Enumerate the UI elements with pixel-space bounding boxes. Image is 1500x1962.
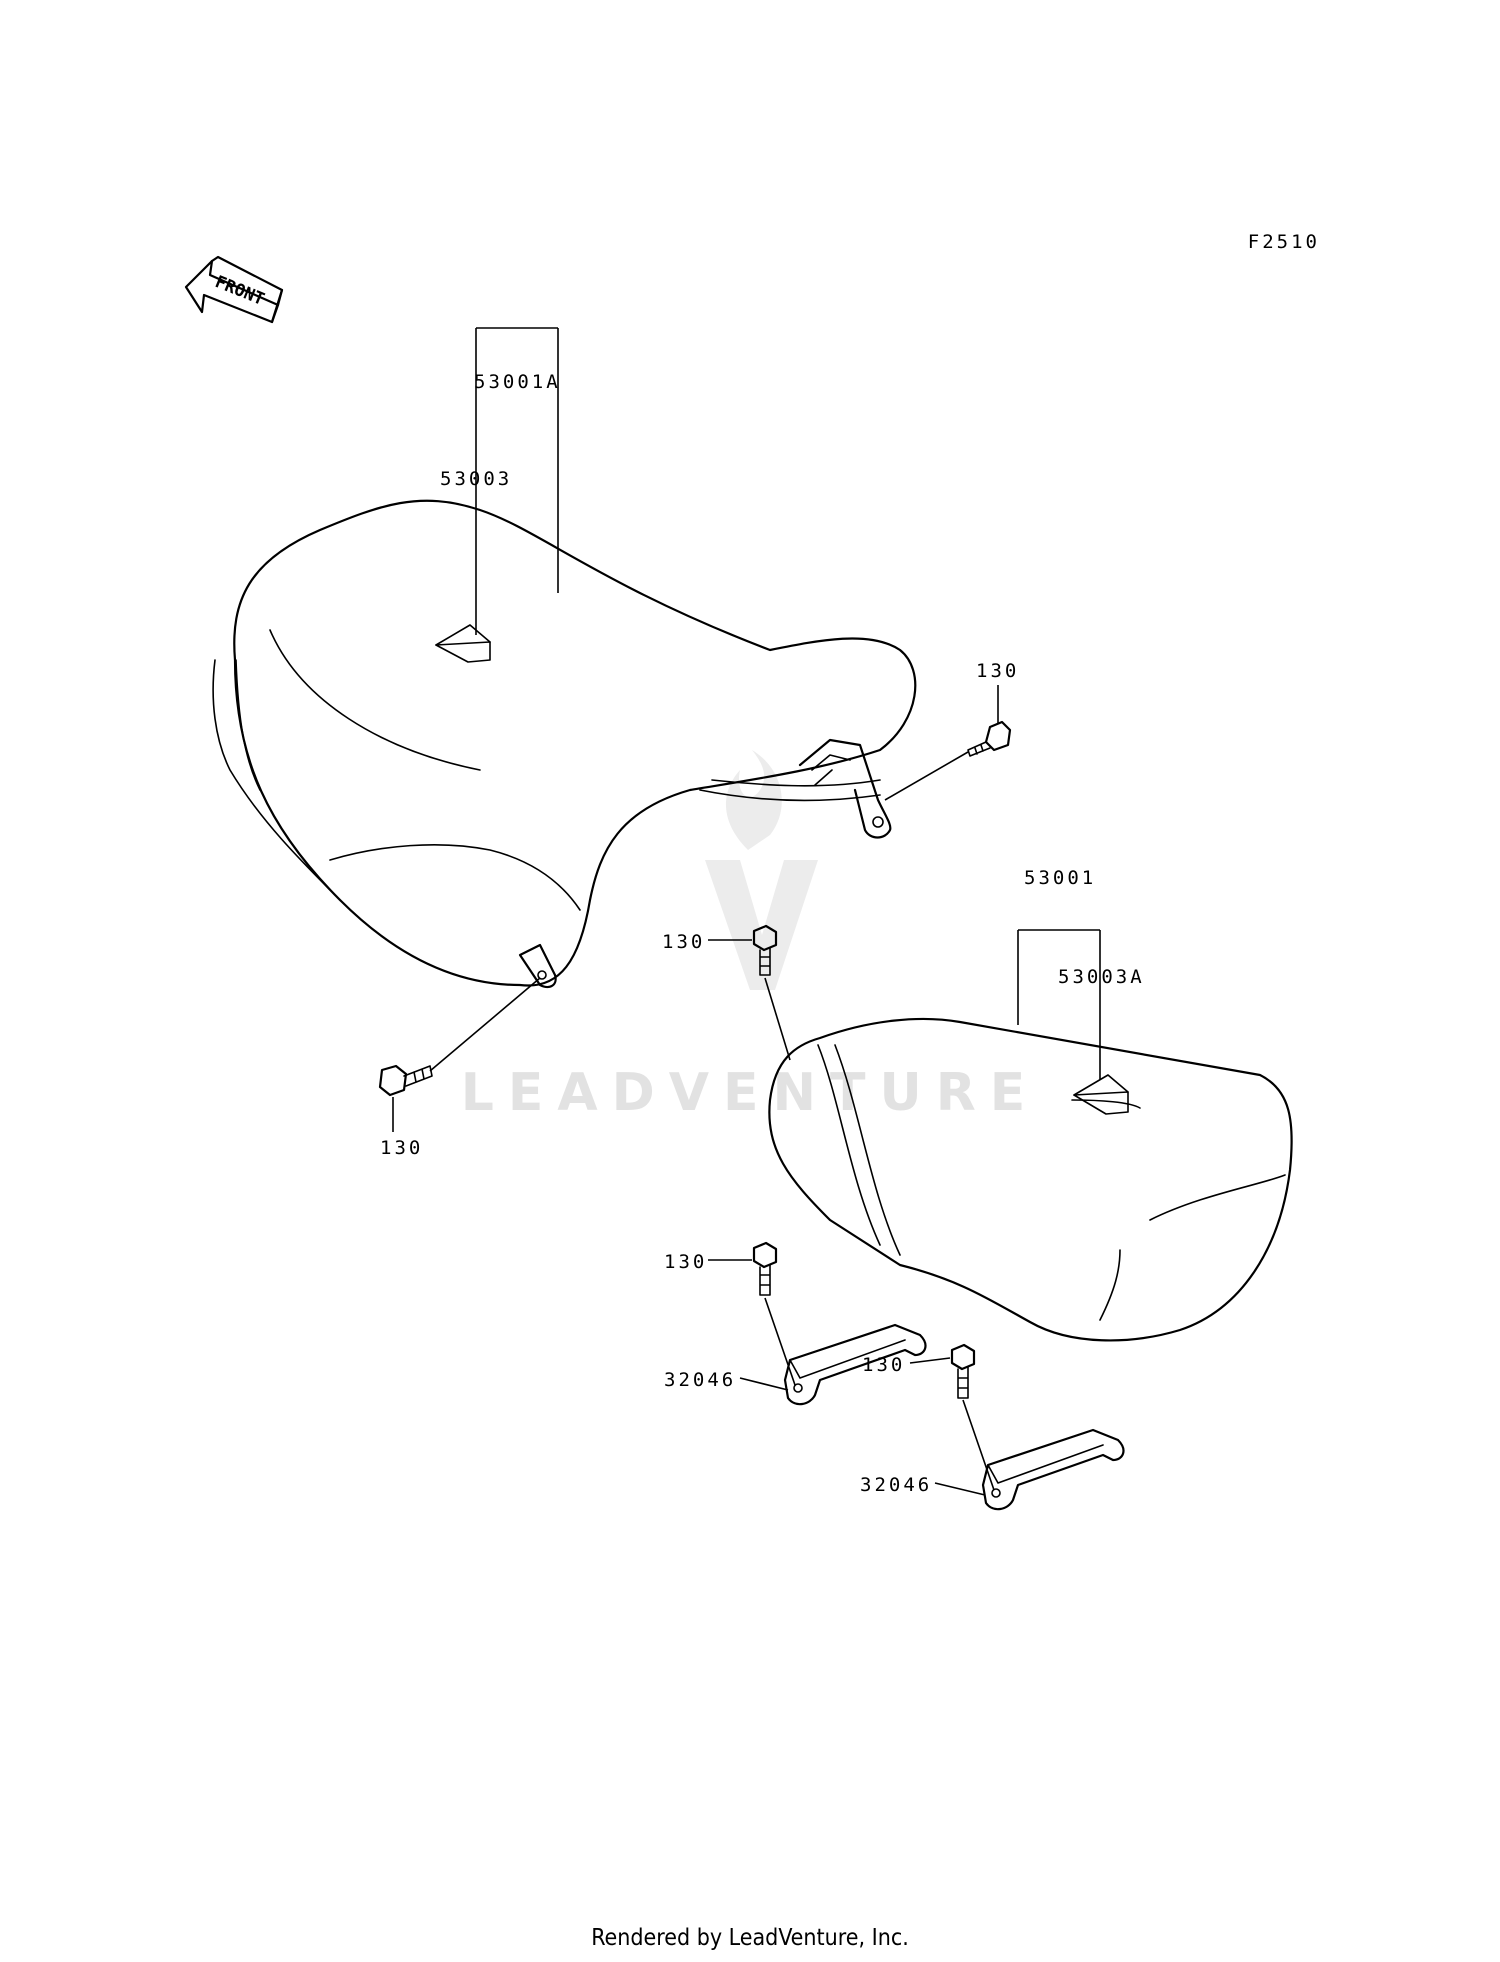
label-130-front-right: 130: [976, 660, 1019, 682]
label-53001: 53001: [1024, 867, 1096, 889]
label-53001A: 53001A: [474, 371, 561, 393]
label-53003: 53003: [440, 468, 512, 490]
assembly-lines: [429, 751, 995, 1491]
label-130-rear-upper: 130: [662, 931, 705, 953]
label-130-bracket-1: 130: [664, 1251, 707, 1273]
bolt-front-left: [378, 1064, 433, 1097]
bolt-bracket-1: [752, 1241, 778, 1296]
label-130-bracket-2: 130: [862, 1354, 905, 1376]
watermark: LEADVENTURE: [461, 750, 1040, 1123]
bolt-rear-upper: [752, 924, 778, 976]
watermark-text: LEADVENTURE: [461, 1063, 1040, 1123]
bracket-1: [783, 1323, 927, 1406]
bolt-front-right: [967, 720, 1012, 757]
front-arrow-icon: FRONT: [184, 255, 284, 324]
label-53003A: 53003A: [1058, 966, 1145, 988]
footer-credit: Rendered by LeadVenture, Inc.: [591, 1925, 909, 1951]
bolt-bracket-2: [950, 1343, 976, 1399]
front-seat: [212, 499, 917, 989]
label-32046-bracket-2: 32046: [860, 1474, 932, 1496]
bracket-2: [981, 1428, 1125, 1511]
leader-lines: [392, 327, 1101, 1496]
watermark-logo-icon: [705, 750, 818, 990]
label-32046-bracket-1: 32046: [664, 1369, 736, 1391]
rear-seat: [768, 1017, 1293, 1342]
label-130-front-left: 130: [380, 1137, 423, 1159]
diagram-code: F2510: [1248, 231, 1320, 253]
